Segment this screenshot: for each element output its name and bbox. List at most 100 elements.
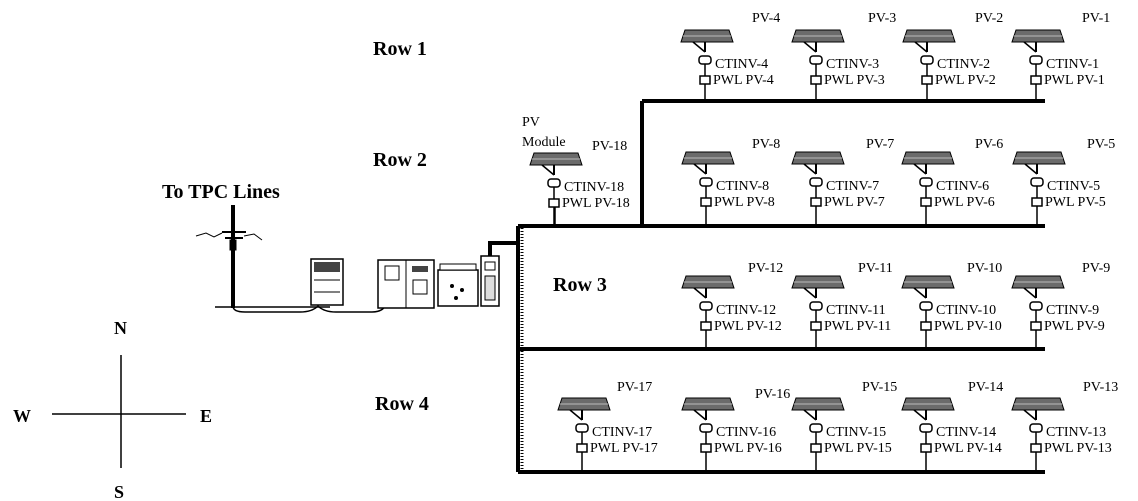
power-meter-icon	[700, 443, 712, 453]
inverter-icon	[919, 423, 933, 433]
meter-label: PWL PV-3	[824, 73, 885, 88]
module-label-line-1: PV	[522, 115, 540, 130]
power-meter-icon	[548, 198, 560, 208]
power-meter-icon	[810, 443, 822, 453]
module-label-line-2: Module	[522, 135, 566, 150]
pv-label: PV-18	[592, 139, 627, 154]
power-meter-icon	[1030, 75, 1042, 85]
power-meter-icon	[576, 443, 588, 453]
transformer-cabinet-icon	[310, 258, 344, 306]
inverter-icon	[699, 177, 713, 187]
pv-label: PV-11	[858, 261, 893, 276]
meter-label: PWL PV-2	[935, 73, 996, 88]
inverter-icon	[809, 423, 823, 433]
inverter-icon	[920, 55, 934, 65]
inverter-label: CTINV-18	[564, 180, 624, 195]
inverter-label: CTINV-1	[1046, 57, 1099, 72]
meter-label: PWL PV-12	[714, 319, 782, 334]
inverter-label: CTINV-15	[826, 425, 886, 440]
inverter-icon	[698, 55, 712, 65]
solar-panel-icon	[901, 397, 955, 421]
meter-label: PWL PV-5	[1045, 195, 1106, 210]
pv-label: PV-15	[862, 380, 897, 395]
inverter-label: CTINV-17	[592, 425, 652, 440]
pv-label: PV-5	[1087, 137, 1115, 152]
inverter-icon	[699, 301, 713, 311]
pv-label: PV-17	[617, 380, 652, 395]
meter-label: PWL PV-17	[590, 441, 658, 456]
power-meter-icon	[1030, 443, 1042, 453]
inverter-icon	[1030, 177, 1044, 187]
meter-label: PWL PV-9	[1044, 319, 1105, 334]
pv-label: PV-2	[975, 11, 1003, 26]
solar-panel-icon	[1012, 151, 1066, 175]
solar-panel-icon	[557, 397, 611, 421]
compass-south: S	[114, 482, 124, 501]
grid-equipment	[195, 205, 518, 313]
inverter-label: CTINV-4	[715, 57, 768, 72]
inverter-label: CTINV-6	[936, 179, 989, 194]
compass-east: E	[200, 406, 212, 426]
inverter-label: CTINV-7	[826, 179, 879, 194]
compass-west: W	[13, 406, 31, 426]
inverter-icon	[809, 177, 823, 187]
meter-label: PWL PV-10	[934, 319, 1002, 334]
grid-connection-label: To TPC Lines	[162, 181, 280, 203]
solar-panel-icon	[1011, 29, 1065, 53]
row-label-3: Row 3	[553, 274, 607, 296]
pv-label: PV-3	[868, 11, 896, 26]
row-label-1: Row 1	[373, 38, 427, 60]
utility-pole-icon	[195, 205, 263, 308]
solar-panel-icon	[680, 29, 734, 53]
inverter-icon	[809, 301, 823, 311]
power-meter-icon	[921, 75, 933, 85]
inverter-icon	[1029, 301, 1043, 311]
pv-label: PV-9	[1082, 261, 1110, 276]
solar-panel-icon	[681, 275, 735, 299]
inverter-icon	[1029, 55, 1043, 65]
meter-label: PWL PV-8	[714, 195, 775, 210]
inverter-icon	[1029, 423, 1043, 433]
pv-label: PV-13	[1083, 380, 1118, 395]
inverter-label: CTINV-9	[1046, 303, 1099, 318]
solar-panel-icon	[681, 151, 735, 175]
solar-panel-icon	[529, 152, 583, 176]
meter-label: PWL PV-6	[934, 195, 995, 210]
solar-panel-icon	[791, 397, 845, 421]
power-meter-icon	[810, 75, 822, 85]
inverter-icon	[575, 423, 589, 433]
pv-label: PV-6	[975, 137, 1003, 152]
inverter-label: CTINV-2	[937, 57, 990, 72]
power-meter-icon	[920, 197, 932, 207]
meter-label: PWL PV-18	[562, 196, 630, 211]
solar-panel-icon	[901, 275, 955, 299]
inverter-label: CTINV-12	[716, 303, 776, 318]
meter-label: PWL PV-16	[714, 441, 782, 456]
inverter-label: CTINV-5	[1047, 179, 1100, 194]
pv-label: PV-8	[752, 137, 780, 152]
inverter-icon	[547, 178, 561, 188]
power-meter-icon	[1031, 197, 1043, 207]
bus-end-markers	[520, 99, 1045, 474]
solar-panel-icon	[1011, 275, 1065, 299]
compass-north: N	[114, 318, 127, 338]
meter-label: PWL PV-1	[1044, 73, 1105, 88]
pv-label: PV-12	[748, 261, 783, 276]
meter-label: PWL PV-11	[824, 319, 891, 334]
meter-label: PWL PV-4	[713, 73, 774, 88]
